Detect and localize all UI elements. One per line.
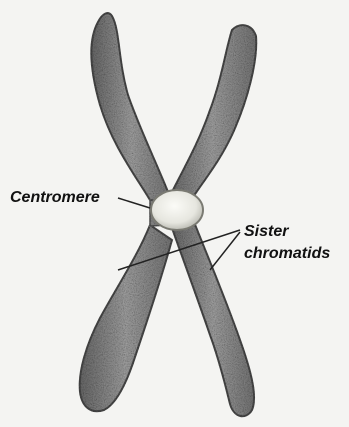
chromatid-arm-upper-right xyxy=(168,25,256,205)
centromere-leader-line xyxy=(118,198,150,208)
sister-chromatids-label-line2: chromatids xyxy=(244,245,330,262)
chromatid-arm-upper-left xyxy=(91,13,172,202)
centromere-label: Centromere xyxy=(10,189,100,206)
centromere xyxy=(151,190,203,230)
sister-chromatids-label-line1: Sister xyxy=(244,223,289,240)
chromatid-arm-lower-right xyxy=(172,222,254,416)
chromatid-arm-lower-left xyxy=(80,225,172,411)
